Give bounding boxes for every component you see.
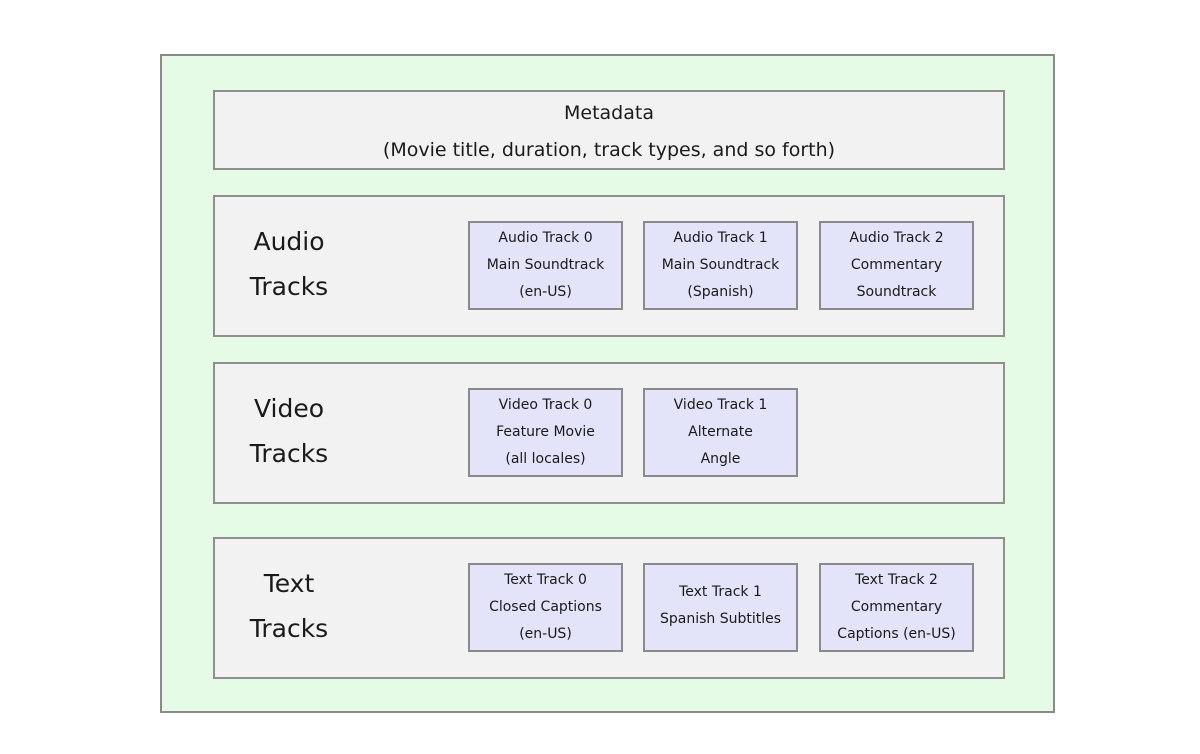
row-label-line2: Tracks	[249, 272, 329, 301]
track-line1: Text Track 1	[679, 584, 762, 600]
row-label-line2: Tracks	[249, 439, 329, 468]
metadata-subtitle: (Movie title, duration, track types, and…	[382, 139, 836, 161]
track-line1: Text Track 0	[504, 572, 587, 588]
track-line2: Feature Movie	[496, 424, 595, 440]
track-line3: Angle	[700, 451, 741, 467]
track-line1: Text Track 2	[855, 572, 938, 588]
video-tracks-label: Video Tracks	[229, 386, 349, 476]
text-track-1: Text Track 1 Spanish Subtitles	[643, 563, 798, 652]
row-label-line2: Tracks	[249, 614, 329, 643]
track-line2: Main Soundtrack	[486, 257, 605, 273]
metadata-box: Metadata (Movie title, duration, track t…	[213, 90, 1005, 170]
row-label-line1: Audio	[253, 227, 325, 256]
text-tracks-label: Text Tracks	[229, 561, 349, 651]
video-track-0: Video Track 0 Feature Movie (all locales…	[468, 388, 623, 477]
track-line3: (all locales)	[505, 451, 586, 467]
track-line2: Commentary	[850, 257, 943, 273]
audio-tracks-section: Audio Tracks Audio Track 0 Main Soundtra…	[213, 195, 1005, 337]
row-label-line1: Text	[263, 569, 315, 598]
text-tracks-section: Text Tracks Text Track 0 Closed Captions…	[213, 537, 1005, 679]
track-line2: Alternate	[688, 424, 753, 440]
track-line3: (Spanish)	[687, 284, 754, 300]
row-label-line1: Video	[253, 394, 325, 423]
audio-track-1: Audio Track 1 Main Soundtrack (Spanish)	[643, 221, 798, 310]
track-line3: Soundtrack	[856, 284, 937, 300]
text-track-0: Text Track 0 Closed Captions (en-US)	[468, 563, 623, 652]
track-line3: Captions (en-US)	[837, 626, 956, 642]
track-line1: Audio Track 0	[498, 230, 593, 246]
track-line2: Main Soundtrack	[661, 257, 780, 273]
audio-track-2: Audio Track 2 Commentary Soundtrack	[819, 221, 974, 310]
track-line1: Video Track 0	[498, 397, 593, 413]
audio-track-0: Audio Track 0 Main Soundtrack (en-US)	[468, 221, 623, 310]
track-line3: (en-US)	[519, 284, 572, 300]
track-line2: Closed Captions	[489, 599, 602, 615]
track-line1: Audio Track 2	[849, 230, 944, 246]
metadata-title: Metadata	[564, 102, 654, 124]
track-line2: Spanish Subtitles	[659, 611, 782, 627]
track-line1: Video Track 1	[673, 397, 768, 413]
video-track-1: Video Track 1 Alternate Angle	[643, 388, 798, 477]
track-line1: Audio Track 1	[673, 230, 768, 246]
audio-tracks-label: Audio Tracks	[229, 219, 349, 309]
video-tracks-section: Video Tracks Video Track 0 Feature Movie…	[213, 362, 1005, 504]
text-track-2: Text Track 2 Commentary Captions (en-US)	[819, 563, 974, 652]
track-line2: Commentary	[850, 599, 943, 615]
track-line3: (en-US)	[519, 626, 572, 642]
